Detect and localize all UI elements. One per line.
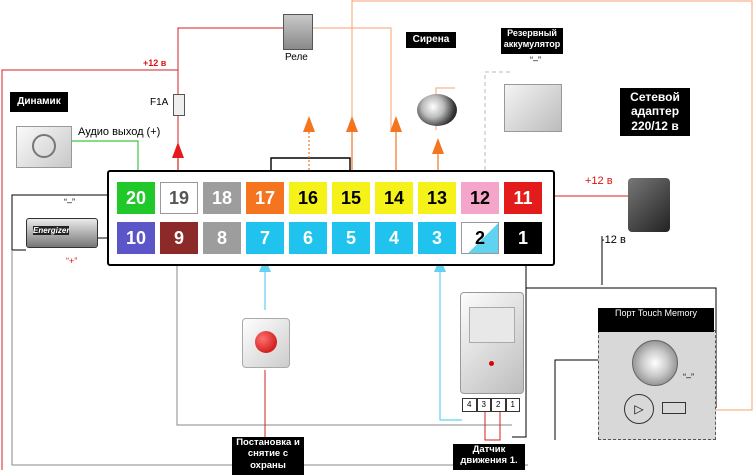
- terminal-20: 20: [117, 182, 155, 214]
- motion-sensor-label: Датчик движения 1.: [453, 444, 525, 470]
- wire-1-right: [526, 287, 717, 408]
- touch-memory-label: Порт Touch Memory: [598, 308, 714, 332]
- terminal-14: 14: [375, 182, 413, 214]
- terminal-15: 15: [332, 182, 370, 214]
- cell-plus-label: “+”: [66, 256, 78, 266]
- terminal-19: 19: [160, 182, 198, 214]
- sensor-pin-1: 1: [505, 398, 520, 412]
- backup-battery-label: Резервный аккумулятор: [501, 28, 563, 54]
- plus12-right-label: +12 в: [585, 175, 613, 187]
- wire-backup: [484, 71, 512, 170]
- terminal-5: 5: [332, 222, 370, 254]
- terminal-2: 2: [461, 222, 499, 254]
- wire-9: [176, 260, 512, 426]
- sensor-pin-2: 2: [491, 398, 506, 412]
- wire-relay-right: [312, 27, 392, 130]
- arm-disarm-label: Постановка и снятие с охраны: [232, 437, 304, 475]
- terminal-1: 1: [504, 222, 542, 254]
- resistor-icon: [662, 402, 686, 414]
- fuse: [173, 94, 185, 116]
- touch-memory-reader-icon[interactable]: [632, 340, 678, 386]
- cell-minus-label: “–”: [64, 197, 75, 207]
- arrow-19: [172, 142, 184, 170]
- relay-label: Реле: [285, 52, 308, 63]
- fuse-label: F1A: [150, 97, 169, 108]
- terminal-13: 13: [418, 182, 456, 214]
- minus12-label: -12 в: [601, 234, 626, 246]
- audio-out-label: Аудио выход (+): [78, 126, 161, 138]
- arrow-14: [390, 116, 402, 170]
- speaker-label: Динамик: [10, 92, 68, 112]
- adapter-icon: [628, 178, 670, 232]
- siren-icon: [417, 94, 457, 126]
- tm-minus-label: “–”: [683, 372, 694, 382]
- jumper-15-16: [270, 157, 351, 170]
- relay-box: [283, 14, 313, 50]
- terminal-12: 12: [461, 182, 499, 214]
- wire-relay-loop: [177, 27, 283, 70]
- arm-disarm-button-cap: [255, 331, 277, 353]
- wire-left-loop: [11, 250, 528, 466]
- diode-icon: ▷: [624, 394, 654, 424]
- terminal-16: 16: [289, 182, 327, 214]
- terminal-18: 18: [203, 182, 241, 214]
- wire-cell-minus: [11, 194, 110, 251]
- terminal-7: 7: [246, 222, 284, 254]
- terminal-4: 4: [375, 222, 413, 254]
- wire-audio: [70, 140, 139, 172]
- wire-1: [512, 260, 527, 438]
- siren-label: Сирена: [406, 32, 456, 48]
- cell-battery-icon: Energizer: [26, 218, 98, 248]
- terminal-11: 11: [504, 182, 542, 214]
- battery-minus-label: “–”: [530, 55, 541, 65]
- wire-3: [439, 260, 462, 421]
- terminal-9: 9: [160, 222, 198, 254]
- motion-sensor-icon: [460, 292, 524, 394]
- terminal-10: 10: [117, 222, 155, 254]
- arrow-13: [432, 138, 444, 170]
- sensor-pin-3: 3: [476, 398, 491, 412]
- arrow-16: [303, 116, 315, 170]
- arm-disarm-button[interactable]: [242, 318, 290, 368]
- terminal-6: 6: [289, 222, 327, 254]
- wire-sensor-red: [484, 412, 501, 441]
- plus12-top-label: +12 в: [143, 58, 167, 68]
- terminal-8: 8: [203, 222, 241, 254]
- adapter-label: Сетевой адаптер 220/12 в: [620, 88, 690, 136]
- terminal-3: 3: [418, 222, 456, 254]
- sensor-pin-4: 4: [462, 398, 477, 412]
- backup-battery-icon: [504, 84, 562, 132]
- speaker-icon: [16, 126, 72, 168]
- arrow-15: [346, 116, 358, 170]
- terminal-17: 17: [246, 182, 284, 214]
- wire-adapter-orange: [352, 0, 753, 411]
- cell-brand: Energizer: [33, 226, 70, 235]
- wire-ground-loop: [1, 69, 178, 470]
